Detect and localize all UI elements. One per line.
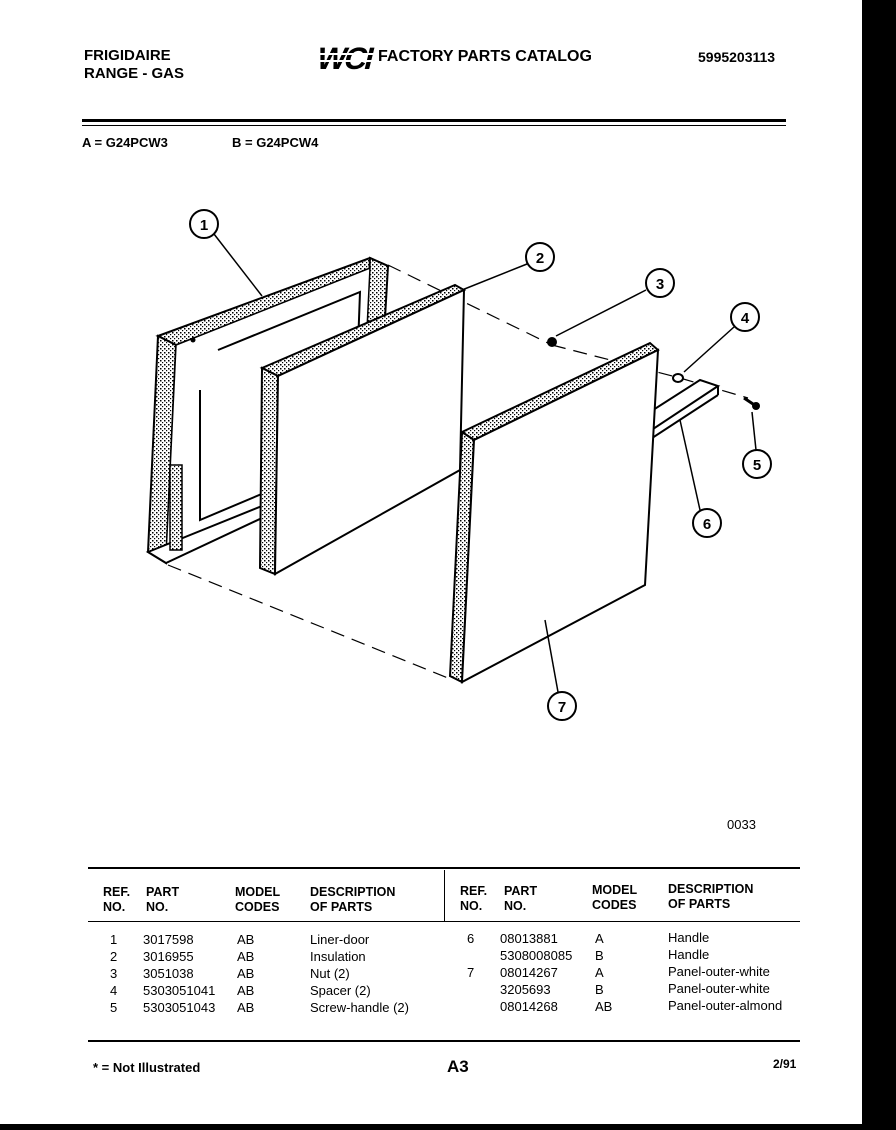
description-cell: Spacer (2) [310, 983, 371, 998]
description-cell: Insulation [310, 949, 366, 964]
callout-1: 1 [189, 209, 219, 239]
callout-7: 7 [547, 691, 577, 721]
diagram-code: 0033 [727, 817, 756, 832]
not-illustrated-note: * = Not Illustrated [93, 1060, 201, 1075]
model-codes-cell: A [595, 965, 604, 980]
model-codes-cell: AB [237, 1000, 255, 1015]
ref-no-cell: 2 [110, 949, 118, 964]
callout-3: 3 [645, 268, 675, 298]
model-codes-cell: B [595, 948, 604, 963]
nut-part [547, 337, 557, 347]
description-cell: Handle [668, 947, 710, 962]
wci-logo: WCI [312, 41, 378, 73]
callout-5: 5 [742, 449, 772, 479]
model-codes-cell: AB [237, 949, 255, 964]
description-cell: Nut (2) [310, 966, 350, 981]
model-codes-cell: AB [237, 983, 255, 998]
ref-no-cell: 5 [110, 1000, 118, 1015]
svg-text:2: 2 [536, 250, 544, 267]
ref-no-cell: 4 [110, 983, 118, 998]
svg-text:1: 1 [200, 217, 208, 234]
header-rule-thick [82, 119, 786, 122]
table-column-divider [444, 870, 445, 922]
header-rule-thin [82, 125, 786, 126]
logo-text: WCI [313, 41, 376, 73]
scan-border-bottom [0, 1124, 896, 1130]
svg-text:5: 5 [753, 457, 761, 474]
model-codes-cell: B [595, 982, 604, 997]
description-cell: Handle [668, 930, 710, 945]
header-ref-no-left: REF.NO. [103, 885, 131, 914]
svg-text:6: 6 [703, 516, 711, 533]
description-cell: Panel-outer-white [668, 964, 770, 979]
model-codes-cell: AB [595, 999, 613, 1014]
part-no-cell: 5303051041 [143, 983, 216, 998]
footer-rule [88, 1040, 800, 1042]
part-no-cell: 5303051043 [143, 1000, 216, 1015]
leader-lines [213, 233, 757, 693]
catalog-title: FACTORY PARTS CATALOG [378, 48, 592, 65]
scan-border-right [862, 0, 896, 1130]
description-cell: Panel-outer-almond [668, 998, 783, 1013]
svg-text:3: 3 [656, 276, 664, 293]
insulation-part [258, 283, 467, 576]
panel-outer-part [448, 341, 660, 684]
part-no-cell: 08014267 [500, 965, 558, 980]
model-b: B = G24PCW4 [232, 135, 319, 150]
part-no-cell: 3017598 [143, 932, 194, 947]
ref-no-cell: 7 [467, 965, 475, 980]
part-no-cell: 08013881 [500, 931, 558, 946]
svg-text:4: 4 [741, 310, 750, 327]
part-no-cell: 08014268 [500, 999, 558, 1014]
brand-name: FRIGIDAIRE [84, 47, 171, 64]
svg-text:7: 7 [558, 699, 566, 716]
callout-2: 2 [525, 242, 555, 272]
model-codes-cell: AB [237, 932, 255, 947]
ref-no-cell: 3 [110, 966, 118, 981]
model-codes-cell: A [595, 931, 604, 946]
table-header-rule [88, 921, 800, 922]
page-number: A3 [447, 1057, 469, 1076]
revision-date: 2/91 [773, 1057, 797, 1071]
callout-6: 6 [692, 508, 722, 538]
description-cell: Screw-handle (2) [310, 1000, 409, 1015]
model-codes-cell: AB [237, 966, 255, 981]
description-cell: Panel-outer-white [668, 981, 770, 996]
ref-no-cell: 6 [467, 931, 475, 946]
ref-no-cell: 1 [110, 932, 118, 947]
catalog-number: 5995203113 [698, 49, 776, 65]
table-top-rule [88, 867, 800, 869]
part-no-cell: 3205693 [500, 982, 551, 997]
callout-4: 4 [730, 302, 760, 332]
part-no-cell: 3016955 [143, 949, 194, 964]
product-type: RANGE - GAS [84, 65, 185, 82]
header-ref-no-right: REF.NO. [460, 884, 488, 913]
spacer-part [672, 373, 684, 383]
description-cell: Liner-door [310, 932, 370, 947]
screw-part [743, 396, 760, 410]
part-no-cell: 3051038 [143, 966, 194, 981]
part-no-cell: 5308008085 [500, 948, 573, 963]
callouts: 1 2 3 4 5 6 7 [189, 209, 772, 721]
exploded-door-diagram: 1 2 3 4 5 6 7 [145, 209, 772, 721]
model-a: A = G24PCW3 [82, 135, 168, 150]
